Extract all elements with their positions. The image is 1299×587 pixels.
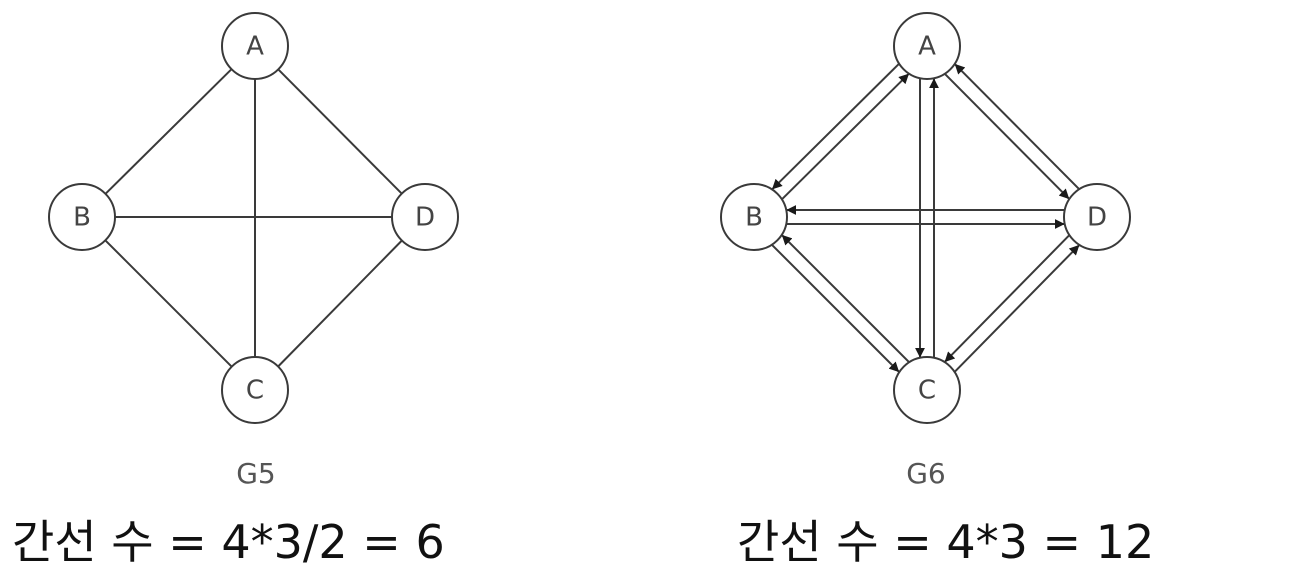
node-circle: [1063, 183, 1131, 251]
node-d: D: [1063, 183, 1131, 251]
arc-a-b: [771, 62, 900, 191]
edge-a-b: [104, 68, 233, 195]
arc-d-a: [953, 63, 1080, 190]
node-circle: [221, 356, 289, 424]
node-label: D: [1087, 203, 1107, 233]
edge-a-d: [277, 68, 403, 195]
arc-c-b: [781, 234, 910, 363]
node-d: D: [391, 183, 459, 251]
node-b: B: [48, 183, 116, 251]
node-label: A: [918, 32, 936, 62]
g6-edges: [771, 62, 1081, 373]
node-label: D: [415, 203, 435, 233]
node-c: C: [893, 356, 961, 424]
node-circle: [893, 356, 961, 424]
node-label: C: [918, 376, 936, 406]
g6-graph-name: G6: [906, 457, 946, 490]
arc-b-a: [781, 72, 910, 201]
node-b: B: [720, 183, 788, 251]
node-label: B: [73, 203, 91, 233]
arc-b-c: [771, 244, 900, 373]
g5-edge-count-formula: 간선 수 = 4*3/2 = 6: [12, 515, 445, 569]
g6-edge-count-formula: 간선 수 = 4*3 = 12: [737, 515, 1154, 569]
arc-c-d: [953, 244, 1081, 373]
node-label: A: [246, 32, 264, 62]
node-label: C: [246, 376, 264, 406]
graph-g6: A B C D G6 간선 수 = 4*3 = 12: [720, 12, 1154, 569]
arc-a-d: [944, 73, 1071, 200]
g5-nodes: A B C D: [48, 12, 459, 424]
node-circle: [221, 12, 289, 80]
edge-c-d: [277, 239, 403, 368]
node-c: C: [221, 356, 289, 424]
node-a: A: [221, 12, 289, 80]
node-circle: [893, 12, 961, 80]
node-a: A: [893, 12, 961, 80]
edge-b-c: [104, 239, 233, 368]
g6-nodes: A B C D: [720, 12, 1131, 424]
g5-graph-name: G5: [236, 457, 276, 490]
node-circle: [48, 183, 116, 251]
node-circle: [720, 183, 788, 251]
node-circle: [391, 183, 459, 251]
graph-g5: A B C D G5 간선 수 = 4*3/2 = 6: [12, 12, 459, 569]
node-label: B: [745, 203, 763, 233]
g5-edges: [104, 68, 403, 368]
arc-d-c: [943, 234, 1071, 363]
